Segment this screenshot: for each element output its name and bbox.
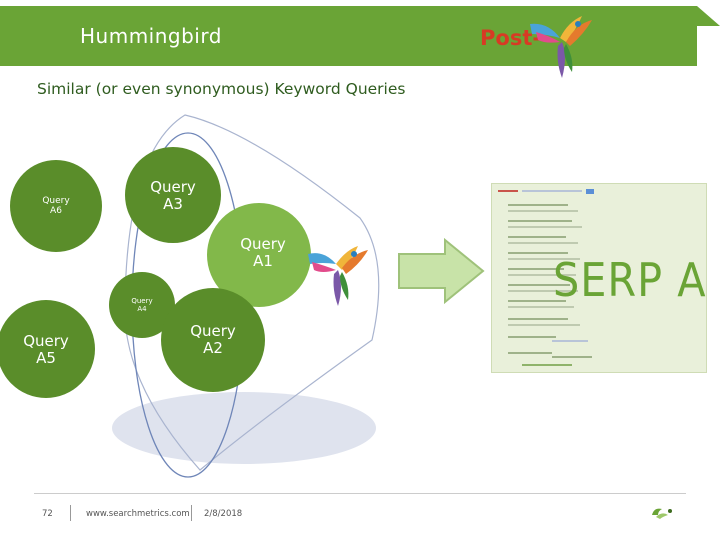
footer-date: 2/8/2018	[204, 509, 243, 519]
footer-separator	[70, 505, 71, 521]
query-a1-label: Query A1	[240, 234, 286, 270]
header-bar	[0, 6, 697, 66]
query-a5-circle	[0, 300, 95, 398]
query-a3-circle	[125, 147, 221, 243]
query-a4-circle	[109, 272, 175, 338]
query-a2-label: Query A2	[190, 321, 236, 357]
serp-a-label: SERP A	[553, 253, 707, 307]
query-a2-circle	[161, 288, 265, 392]
page-number: 72	[42, 509, 53, 519]
footer-divider	[34, 493, 686, 494]
searchmetrics-logo	[652, 508, 672, 519]
query-a3-label: Query A3	[150, 177, 196, 213]
subtitle: Similar (or even synonymous) Keyword Que…	[37, 80, 406, 98]
header-hummingbird-icon	[530, 16, 592, 78]
post-label: Post-	[480, 26, 542, 50]
query-a5-label: Query A5	[23, 331, 69, 367]
arrow-right-icon	[398, 238, 485, 304]
funnel-outline	[124, 114, 380, 471]
footer-website: www.searchmetrics.com	[86, 509, 190, 519]
slide-title: Hummingbird	[80, 24, 222, 48]
footer-separator	[191, 505, 192, 521]
query-a4-label: Query A4	[131, 296, 153, 313]
funnel-hummingbird-icon	[308, 246, 368, 306]
query-a1-circle	[207, 203, 311, 307]
query-a6-label: Query A6	[42, 195, 70, 216]
serp-screenshot	[491, 183, 707, 373]
query-a6-circle	[10, 160, 102, 252]
funnel-base-shadow	[112, 392, 376, 464]
